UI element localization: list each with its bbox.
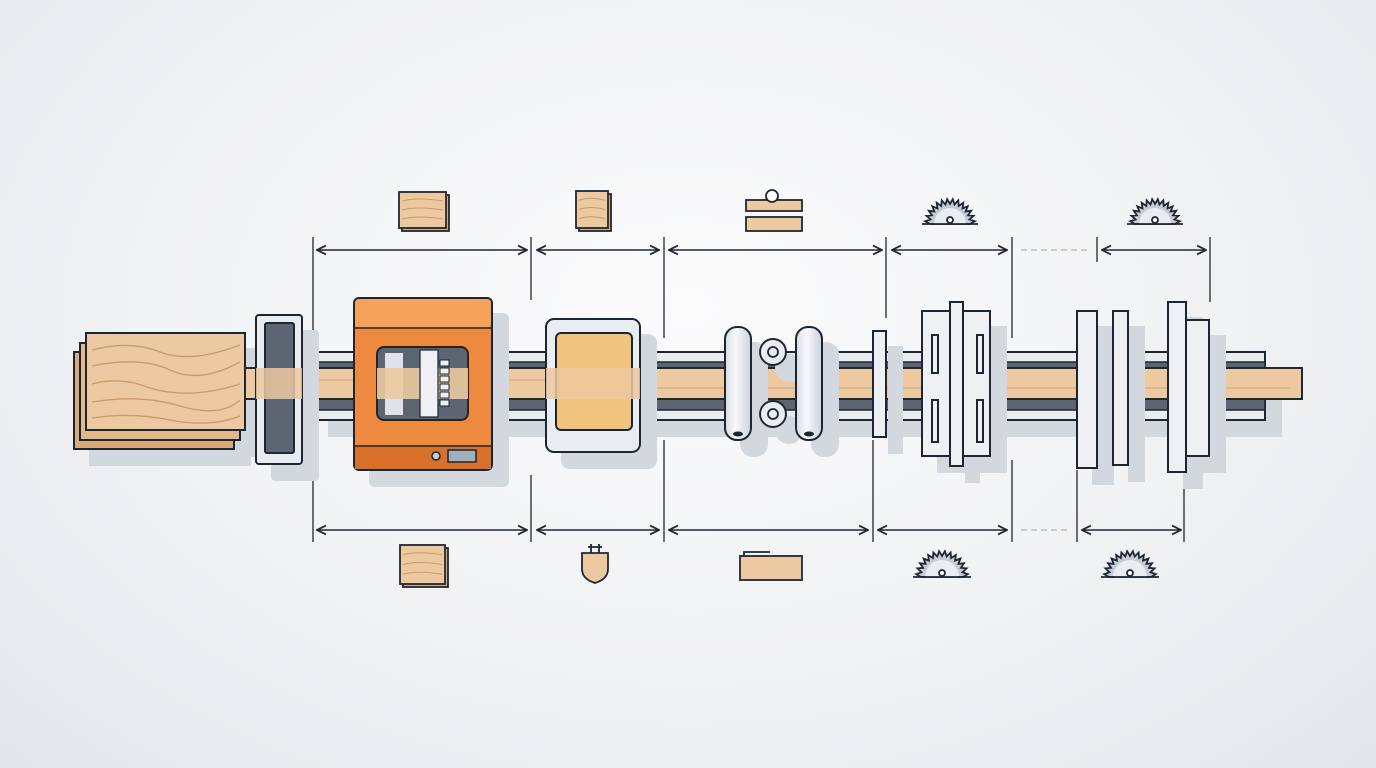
shield-icon — [581, 544, 609, 584]
grain-line — [578, 197, 606, 201]
saw-station-1 — [872, 301, 991, 467]
block-front — [575, 190, 609, 229]
lumber-stack — [73, 332, 246, 450]
plank-icon — [745, 189, 803, 232]
saw-hub — [1151, 216, 1159, 224]
saw-face — [1139, 208, 1171, 224]
grain-line — [578, 207, 606, 210]
grain-line — [401, 198, 444, 202]
sander — [545, 318, 641, 453]
cutter-teeth — [439, 359, 450, 407]
shield-body — [581, 552, 609, 584]
saw-blade-icon — [922, 197, 978, 225]
saw-hub — [1126, 569, 1134, 577]
wood-block-icon — [399, 544, 449, 588]
grain-line — [401, 207, 444, 211]
saw-hub — [938, 569, 946, 577]
saw-blade-icon — [1127, 197, 1183, 225]
saw-blade-icon — [1101, 549, 1159, 578]
block-front — [399, 544, 446, 585]
roller-circle — [765, 189, 779, 203]
dimension-lines — [312, 237, 1211, 542]
plank-icon — [739, 551, 803, 581]
shield-top — [588, 544, 602, 553]
plank-edge — [743, 551, 770, 556]
planer-machine — [353, 297, 493, 471]
grain-line — [402, 562, 443, 565]
saw-face — [925, 560, 959, 577]
saw-hub — [946, 216, 954, 224]
grain-line — [401, 216, 444, 220]
plank — [745, 216, 803, 232]
grain-line — [578, 216, 606, 220]
station-icons — [398, 189, 1183, 588]
guide-clamp — [255, 314, 303, 465]
plank — [739, 555, 803, 581]
roller-feed — [724, 326, 823, 441]
saw-station-2 — [1076, 301, 1210, 473]
grain-line — [402, 552, 443, 556]
saw-blade-icon — [913, 549, 971, 578]
power-button-icon — [431, 451, 441, 461]
saw-face — [934, 208, 966, 224]
wood-block-icon — [398, 191, 450, 232]
grain-line — [402, 571, 443, 575]
display-panel — [447, 449, 477, 463]
wood-block-icon — [575, 190, 612, 232]
saw-face — [1113, 560, 1147, 577]
block-front — [398, 191, 447, 229]
